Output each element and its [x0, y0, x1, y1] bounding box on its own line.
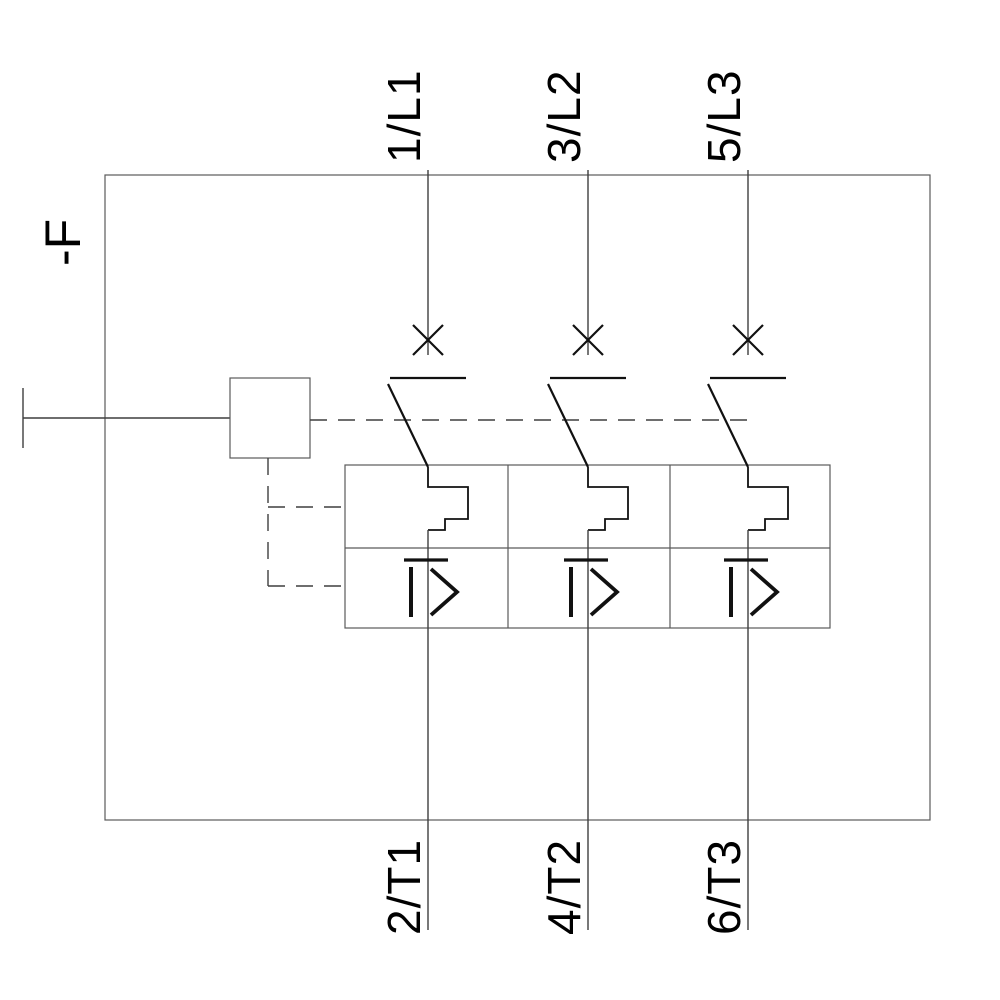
- terminal-label-top-pole-1: 1/L1: [378, 69, 430, 163]
- pole-1: 1/L1 2/T1: [378, 69, 469, 935]
- device-tag-label: -F: [35, 219, 91, 266]
- pole-2: 3/L2 4/T2: [538, 69, 629, 935]
- thermal-overload-release-symbol-3: [747, 467, 789, 531]
- pole-1-contact-blade: [387, 383, 429, 468]
- pole-3: 5/L3 6/T3: [698, 69, 789, 935]
- overcurrent-chevron-2: [589, 567, 620, 617]
- outer-boundary-box: [104, 174, 931, 821]
- actuator-box: [229, 377, 311, 459]
- overcurrent-chevron-3: [749, 567, 780, 617]
- breaker-contact-x-icon-1: [412, 324, 444, 356]
- terminal-label-top-pole-2: 3/L2: [538, 69, 590, 163]
- pole-2-contact-blade: [547, 383, 589, 468]
- terminal-label-bottom-pole-1: 2/T1: [378, 839, 430, 935]
- terminal-label-bottom-pole-2: 4/T2: [538, 839, 590, 935]
- breaker-contact-x-icon-3: [732, 324, 764, 356]
- overcurrent-chevron-1: [429, 567, 460, 617]
- breaker-contact-x-icon-2: [572, 324, 604, 356]
- terminal-label-bottom-pole-3: 6/T3: [698, 839, 750, 935]
- pole-3-contact-blade: [707, 383, 749, 468]
- thermal-overload-release-symbol-2: [587, 467, 629, 531]
- overcurrent-release-symbol-2: [564, 558, 620, 617]
- terminal-label-top-pole-3: 5/L3: [698, 69, 750, 163]
- overcurrent-release-symbol-1: [404, 558, 460, 617]
- overcurrent-release-symbol-3: [724, 558, 780, 617]
- thermal-overload-release-symbol-1: [427, 467, 469, 531]
- actuator-mechanism: [22, 377, 757, 587]
